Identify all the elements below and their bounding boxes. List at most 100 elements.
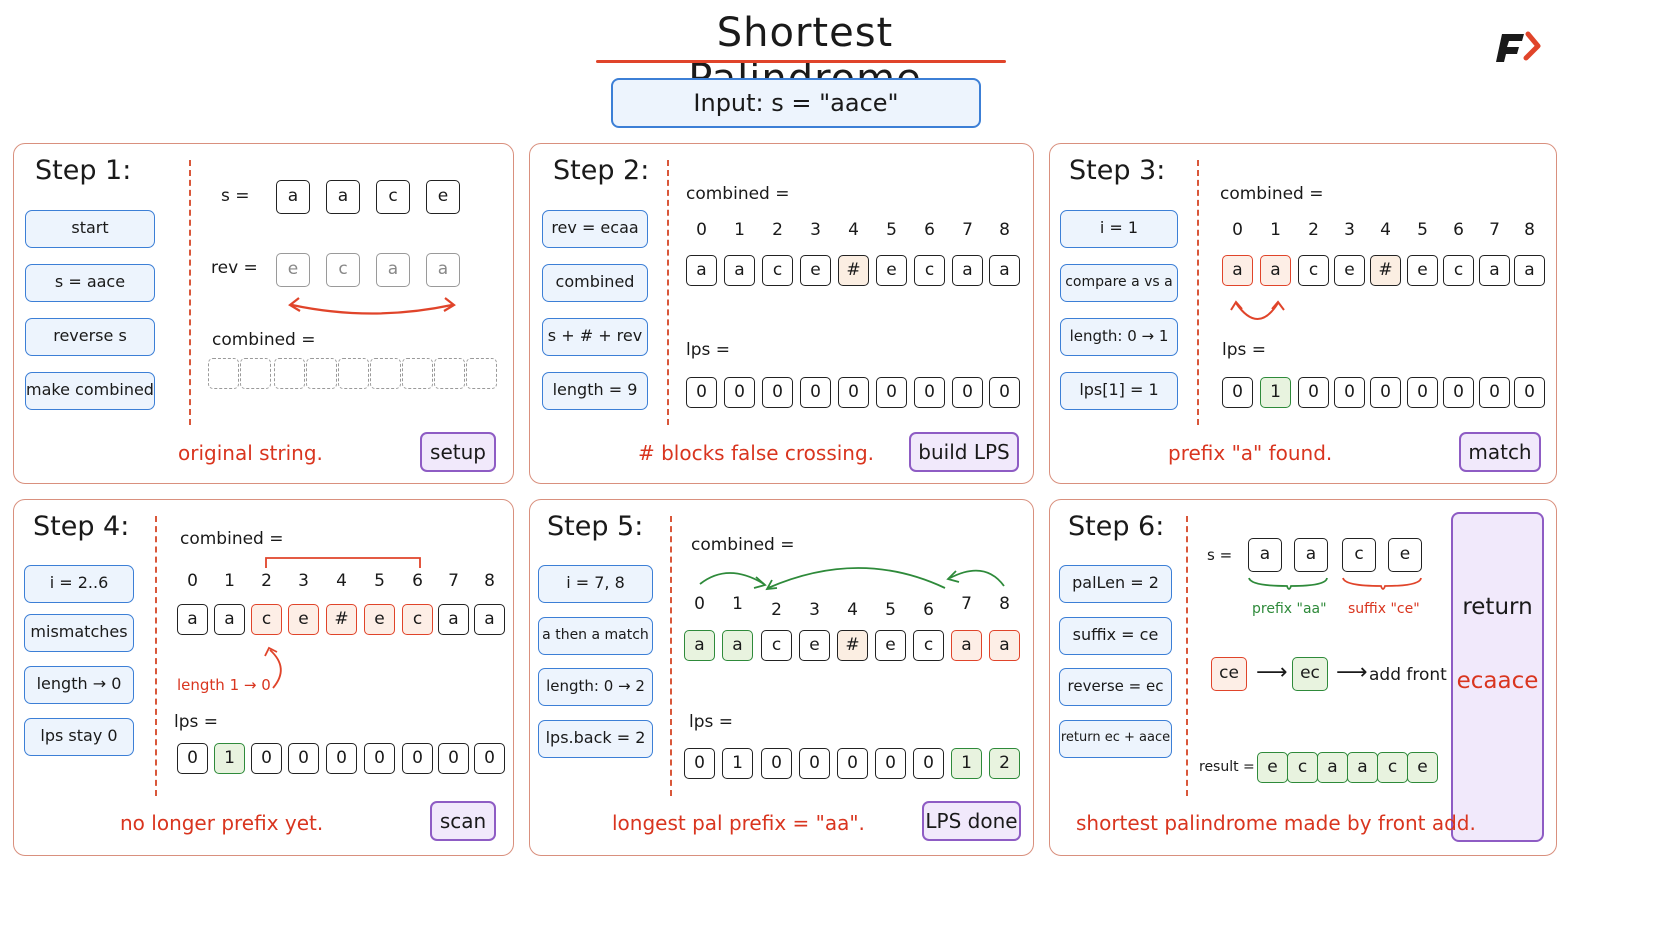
step5-button-length[interactable]: length: 0 → 2	[538, 668, 653, 706]
step2-tag-build-lps[interactable]: build LPS	[909, 432, 1019, 472]
step6-button-pallen[interactable]: palLen = 2	[1059, 565, 1172, 603]
step6-prefix-note: prefix "aa"	[1252, 601, 1327, 617]
step3-lps-cell: 0	[1370, 377, 1401, 408]
step2-lps-cell: 0	[686, 377, 717, 408]
step3-combined-cell: a	[1260, 255, 1291, 286]
step6-return-value: ecaace	[1456, 668, 1539, 694]
step3-lps-cell: 1	[1260, 377, 1291, 408]
step1-empty-cell	[370, 358, 401, 389]
step3-panel	[1049, 143, 1557, 484]
step1-tag-setup[interactable]: setup	[420, 432, 496, 472]
step2-combined-cell: e	[876, 255, 907, 286]
step4-combined-cell: c	[402, 604, 433, 635]
step5-button-i[interactable]: i = 7, 8	[538, 565, 653, 603]
step3-lps-label: lps =	[1222, 340, 1267, 360]
step1-button-reverse[interactable]: reverse s	[25, 318, 155, 356]
step1-rev-cell: a	[376, 253, 410, 287]
step5-index-label: 3	[809, 600, 820, 620]
step6-button-suffix[interactable]: suffix = ce	[1059, 617, 1172, 655]
step4-index-label: 7	[448, 571, 459, 591]
step3-index-label: 8	[1524, 220, 1535, 240]
step5-index-label: 4	[847, 600, 858, 620]
step4-button-length[interactable]: length → 0	[24, 666, 134, 704]
step1-empty-cell	[208, 358, 239, 389]
step5-combined-cell: a	[722, 630, 753, 661]
step4-index-label: 2	[261, 571, 272, 591]
step2-combined-cell: c	[762, 255, 793, 286]
step6-button-reverse[interactable]: reverse = ec	[1059, 668, 1172, 706]
step3-lps-cell: 0	[1407, 377, 1438, 408]
step6-s-cell: a	[1248, 538, 1282, 572]
step5-index-label: 5	[885, 600, 896, 620]
step6-flow-from-cell: ce	[1211, 657, 1247, 691]
step5-combined-cell: e	[875, 630, 906, 661]
step3-title: Step 3:	[1069, 155, 1166, 186]
step2-lps-cell: 0	[838, 377, 869, 408]
step2-combined-cell: a	[952, 255, 983, 286]
step1-empty-cell	[274, 358, 305, 389]
step2-combined-cell: c	[914, 255, 945, 286]
step3-index-label: 4	[1380, 220, 1391, 240]
step1-button-s[interactable]: s = aace	[25, 264, 155, 302]
step5-caption: longest pal prefix = "aa".	[612, 811, 865, 835]
step4-combined-cell: e	[288, 604, 319, 635]
step2-lps-cell: 0	[876, 377, 907, 408]
step4-lps-cell: 0	[288, 743, 319, 774]
step1-empty-cell	[402, 358, 433, 389]
step3-lps-cell: 0	[1514, 377, 1545, 408]
step1-rev-cell: c	[326, 253, 360, 287]
step2-combined-cell: a	[724, 255, 755, 286]
step2-title: Step 2:	[553, 155, 650, 186]
step3-button-lps[interactable]: lps[1] = 1	[1060, 372, 1178, 410]
step3-button-compare[interactable]: compare a vs a	[1060, 264, 1178, 302]
step1-s-label: s =	[221, 186, 250, 206]
step5-index-label: 7	[961, 594, 972, 614]
step5-combined-cell: e	[799, 630, 830, 661]
step2-button-combined[interactable]: combined	[542, 264, 648, 302]
step1-button-make-combined[interactable]: make combined	[25, 372, 155, 410]
step6-flow-action: add front	[1369, 665, 1447, 685]
step4-divider	[155, 516, 157, 796]
step2-button-length[interactable]: length = 9	[542, 372, 648, 410]
step6-return-box	[1451, 512, 1544, 842]
step4-index-label: 8	[484, 571, 495, 591]
step5-button-match[interactable]: a then a match	[538, 617, 653, 655]
step3-combined-cell: c	[1443, 255, 1474, 286]
step2-index-label: 3	[810, 220, 821, 240]
step3-tag-match[interactable]: match	[1459, 432, 1541, 472]
step3-index-label: 5	[1417, 220, 1428, 240]
step3-combined-cell: a	[1222, 255, 1253, 286]
step4-combined-cell: c	[251, 604, 282, 635]
step2-index-label: 4	[848, 220, 859, 240]
step6-result-cell: e	[1407, 752, 1438, 783]
step1-empty-cell	[466, 358, 497, 389]
step5-button-lps-back[interactable]: lps.back = 2	[538, 720, 653, 758]
step2-lps-label: lps =	[686, 340, 731, 360]
step3-button-length[interactable]: length: 0 → 1	[1060, 318, 1178, 356]
step4-tag-scan[interactable]: scan	[430, 801, 496, 841]
step4-button-i[interactable]: i = 2..6	[24, 565, 134, 603]
step3-index-label: 6	[1453, 220, 1464, 240]
step1-empty-cell	[240, 358, 271, 389]
step6-arrow-icon: ⟶	[1336, 660, 1368, 685]
step2-button-rev[interactable]: rev = ecaa	[542, 210, 648, 248]
step5-lps-cell: 0	[875, 748, 906, 779]
step5-lps-cell: 0	[837, 748, 868, 779]
step3-combined-label: combined =	[1220, 184, 1324, 204]
step4-lps-cell: 0	[474, 743, 505, 774]
step5-lps-cell: 0	[684, 748, 715, 779]
step4-button-lps-stay[interactable]: lps stay 0	[24, 718, 134, 756]
step4-button-mismatches[interactable]: mismatches	[24, 614, 134, 652]
step5-tag-lps-done[interactable]: LPS done	[922, 801, 1021, 841]
step5-index-label: 6	[923, 600, 934, 620]
step1-button-start[interactable]: start	[25, 210, 155, 248]
title-underline	[596, 60, 1006, 63]
step3-button-i[interactable]: i = 1	[1060, 210, 1178, 248]
step3-divider	[1197, 160, 1199, 425]
step4-lps-cell: 0	[326, 743, 357, 774]
step2-index-label: 5	[886, 220, 897, 240]
step1-rev-label: rev =	[211, 258, 258, 278]
step6-button-return[interactable]: return ec + aace	[1059, 720, 1172, 758]
step1-s-cell: e	[426, 180, 460, 214]
step2-button-concat[interactable]: s + # + rev	[542, 318, 648, 356]
